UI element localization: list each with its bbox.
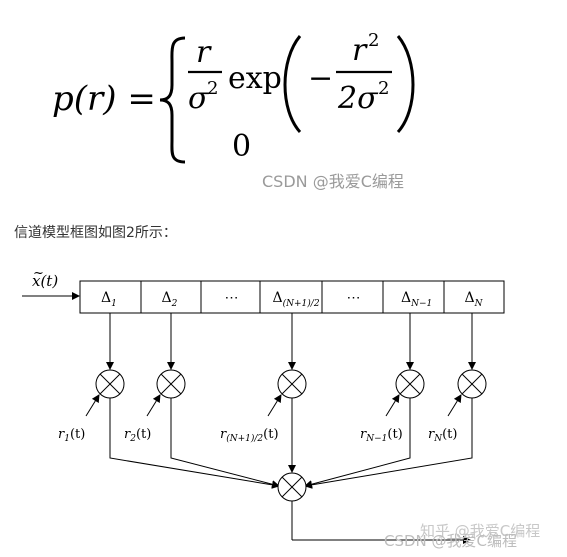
delay-cell-sub: 1 (111, 299, 117, 309)
gain-arrow (85, 394, 100, 417)
gain-label-arg: (t) (70, 427, 85, 442)
gain-label-sub: 2 (129, 434, 136, 444)
formula-den-square: 2 (207, 78, 218, 99)
gain-label-sub: 1 (64, 434, 70, 444)
delay-line-box (79, 280, 505, 314)
sum-input-arrow (304, 398, 411, 489)
multiplier-cross (99, 373, 121, 395)
gain-arrow (267, 394, 282, 417)
sum-input-arrow (109, 398, 280, 489)
formula-minus: − (308, 61, 333, 96)
left-paren-icon (283, 35, 302, 134)
gain-label-arg: (t) (263, 427, 278, 442)
gain-label-sub: (N+1)/2 (226, 433, 263, 444)
input-label: x(t) (32, 272, 58, 290)
sum-input-arrow (304, 398, 473, 489)
multiplier-cross (281, 373, 303, 395)
gain-label-arg: (t) (136, 427, 151, 442)
formula-area: p(r) = r σ 2 exp − r 2 2σ 2 0 (52, 30, 415, 164)
multiplier-cross (399, 373, 421, 395)
formula-exp: exp (228, 61, 282, 96)
gain-label-arg: (t) (442, 427, 457, 442)
sum-input-arrow (170, 398, 280, 489)
watermark-top: CSDN @我爱C编程 (262, 172, 404, 191)
tap-multipliers: r1(t) r2(t) r(N+1)/2(t) rN−1(t) rN(t) (58, 313, 487, 489)
delay-cell-sub: N−1 (410, 299, 432, 309)
gain-arrow (146, 394, 161, 417)
gain-label-4: rN−1(t) (360, 427, 403, 444)
input-tilde: ~ (33, 266, 44, 281)
multiplier-cross (160, 373, 182, 395)
gain-label-2: r2(t) (124, 427, 151, 444)
formula-lhs: p(r) = (52, 79, 156, 119)
delay-cell-3: ⋯ (225, 290, 239, 306)
gain-label-3: r(N+1)/2(t) (220, 427, 279, 444)
formula-inner-den-sq: 2 (378, 78, 389, 99)
delay-cell-sub: 2 (171, 299, 178, 309)
formula-inner-num-r: r (352, 33, 368, 68)
sum-node-cross-b (281, 476, 303, 498)
formula-zero: 0 (232, 129, 251, 164)
gain-label-1: r1(t) (58, 427, 85, 444)
gain-label-5: rN(t) (428, 427, 457, 444)
delay-cell-5: ⋯ (347, 290, 361, 306)
left-brace-icon (159, 36, 186, 164)
watermark-bottom: CSDN @我爱C编程 (384, 532, 518, 550)
formula-inner-num-sq: 2 (368, 30, 379, 51)
gain-label-sub: N−1 (365, 434, 387, 444)
gain-label-arg: (t) (387, 427, 402, 442)
gain-arrow (385, 394, 400, 417)
formula-inner-den: 2σ (337, 81, 379, 116)
caption-text: 信道模型框图如图2所示： (14, 225, 177, 241)
watermark-overlay: 知乎 @我爱C编程 (420, 522, 541, 540)
formula-num-r: r (196, 35, 212, 70)
multiplier-cross (461, 373, 483, 395)
delay-cell-sub: N (474, 299, 484, 309)
right-paren-icon (396, 35, 415, 134)
gain-label-sub: N (433, 434, 443, 444)
delay-cell-sub: (N+1)/2 (283, 298, 320, 309)
gain-arrow (447, 394, 462, 417)
formula-den-sigma: σ (188, 81, 210, 116)
